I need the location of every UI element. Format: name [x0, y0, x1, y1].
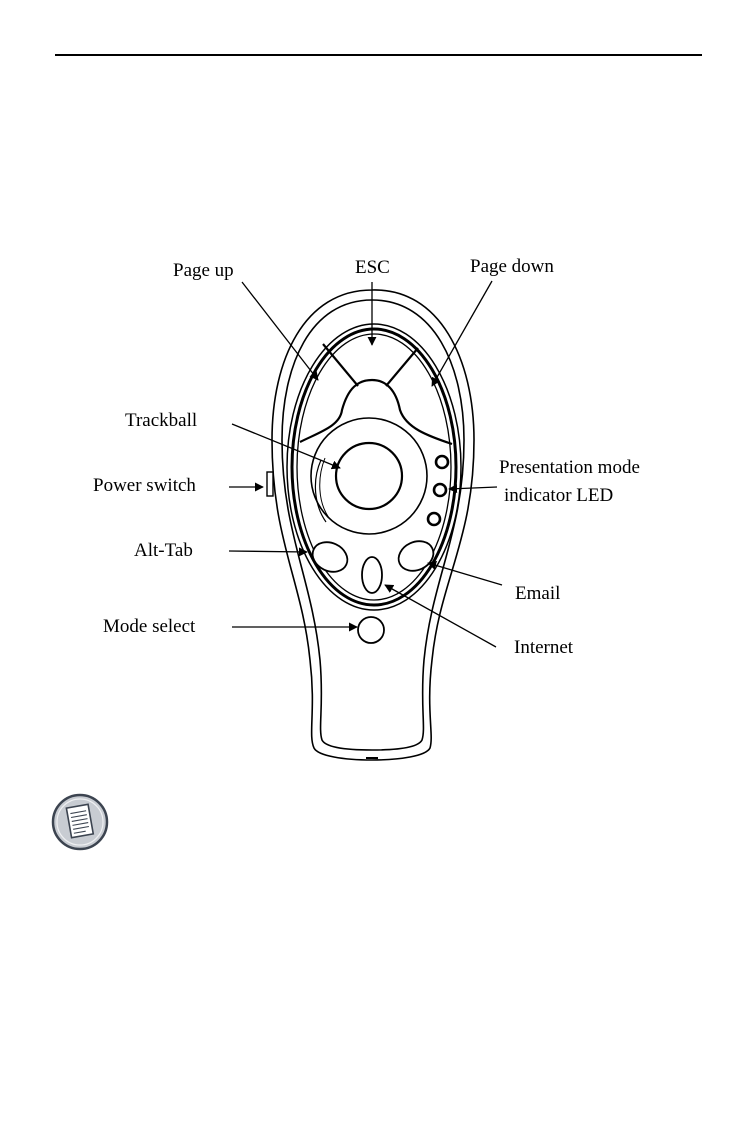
presentation-mode-led	[434, 484, 446, 496]
label-presentation-mode: Presentation mode	[499, 457, 640, 478]
leader-page-up	[242, 282, 318, 380]
trackball[interactable]	[336, 443, 402, 509]
leader-page-down	[432, 281, 492, 386]
label-trackball: Trackball	[125, 410, 197, 431]
mode-select-button[interactable]	[358, 617, 384, 643]
leader-internet	[385, 585, 496, 647]
label-esc: ESC	[355, 257, 390, 278]
label-page-up: Page up	[173, 260, 234, 281]
label-internet: Internet	[514, 637, 574, 658]
label-alt-tab: Alt-Tab	[134, 540, 193, 561]
internet-button[interactable]	[362, 557, 382, 593]
label-email: Email	[515, 583, 560, 604]
note-icon	[50, 792, 110, 852]
led-bottom	[428, 513, 440, 525]
leader-alt-tab	[229, 551, 307, 552]
label-mode-select: Mode select	[103, 616, 196, 637]
power-switch[interactable]	[267, 472, 273, 496]
label-power-switch: Power switch	[93, 475, 196, 496]
led-top	[436, 456, 448, 468]
email-button[interactable]	[394, 536, 438, 577]
label-page-down: Page down	[470, 256, 554, 277]
label-indicator-led: indicator LED	[504, 485, 613, 506]
